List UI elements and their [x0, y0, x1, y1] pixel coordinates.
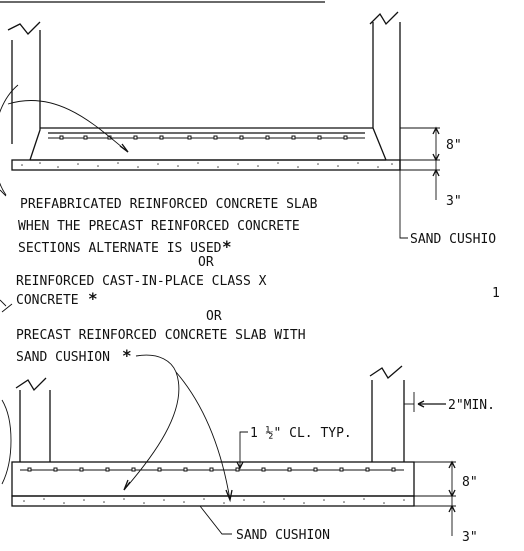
left-arc-top	[0, 84, 19, 196]
asterisk-1: *	[222, 237, 232, 256]
bottom-right-wall	[371, 380, 405, 462]
prefab-note-3: SECTIONS ALTERNATE IS USED	[18, 241, 222, 256]
asterisk-3: *	[122, 346, 132, 365]
or-1: OR	[198, 255, 214, 270]
clear-cover-leader	[239, 431, 248, 468]
bottom-slab-thickness: 8"	[462, 475, 478, 490]
precast-note-1: PRECAST REINFORCED CONCRETE SLAB WITH	[16, 328, 306, 343]
top-slab-rebars	[59, 135, 348, 140]
min-gap-label: 2"MIN.	[448, 398, 495, 413]
stray-mark: 1	[492, 286, 500, 301]
top-left-break	[7, 21, 41, 35]
bottom-sand-cushion	[11, 495, 415, 507]
or-2: OR	[206, 309, 222, 324]
top-sand-leader	[399, 170, 408, 239]
precast-leader-arrow	[123, 479, 131, 491]
bottom-right-break	[369, 365, 403, 379]
top-cushion-thickness: 3"	[446, 194, 462, 209]
top-sand-cushion	[11, 159, 401, 171]
bottom-left-wall	[19, 390, 51, 462]
top-right-wall	[372, 22, 401, 170]
precast-leader	[123, 354, 180, 491]
top-left-wall	[11, 30, 41, 161]
bottom-section: 1 ½" CL. TYP. 2"MIN. 8" 3" SAND CUSHION	[1, 354, 495, 545]
top-dimension: 8" 3"	[400, 126, 462, 209]
bracket-left	[0, 189, 7, 307]
bottom-cushion-thickness: 3"	[462, 530, 478, 545]
bottom-sand-leader	[199, 505, 232, 535]
prefab-note-2: WHEN THE PRECAST REINFORCED CONCRETE	[18, 219, 300, 234]
top-slab-leader	[7, 100, 129, 153]
asterisk-2: *	[88, 289, 98, 308]
cip-leader	[1, 303, 13, 313]
bottom-sand-cushion-label: SAND CUSHION	[236, 528, 330, 543]
bottom-sand-stipple	[23, 498, 405, 504]
top-slab-thickness: 8"	[446, 138, 462, 153]
precast-note-2: SAND CUSHION	[16, 350, 110, 365]
top-right-break	[369, 11, 399, 26]
top-slab-outline	[30, 127, 386, 161]
bottom-slab	[11, 461, 415, 497]
cip-note-2: CONCRETE	[16, 293, 79, 308]
top-sand-cushion-label: SAND CUSHIO	[410, 232, 496, 247]
prefab-note-1: PREFABRICATED REINFORCED CONCRETE SLAB	[20, 197, 318, 212]
clear-cover-arrow	[236, 461, 244, 470]
clear-cover-label: 1 ½" CL. TYP.	[250, 426, 352, 441]
top-slab-leader-arrow	[119, 143, 129, 153]
top-sand-stipple	[21, 162, 393, 168]
bottom-left-break	[15, 377, 47, 392]
precast-leader-arrow-2	[225, 489, 233, 503]
min-gap-dimension: 2"MIN.	[404, 392, 495, 413]
bottom-dimension: 8" 3"	[414, 460, 478, 545]
top-section: 8" 3" SAND CUSHIO	[0, 11, 496, 247]
precast-leader-2	[175, 371, 231, 501]
notes: PREFABRICATED REINFORCED CONCRETE SLAB W…	[0, 189, 500, 365]
cip-note-1: REINFORCED CAST-IN-PLACE CLASS X	[16, 274, 267, 289]
left-arc-bottom	[1, 399, 12, 485]
bottom-slab-rebars	[27, 467, 396, 472]
